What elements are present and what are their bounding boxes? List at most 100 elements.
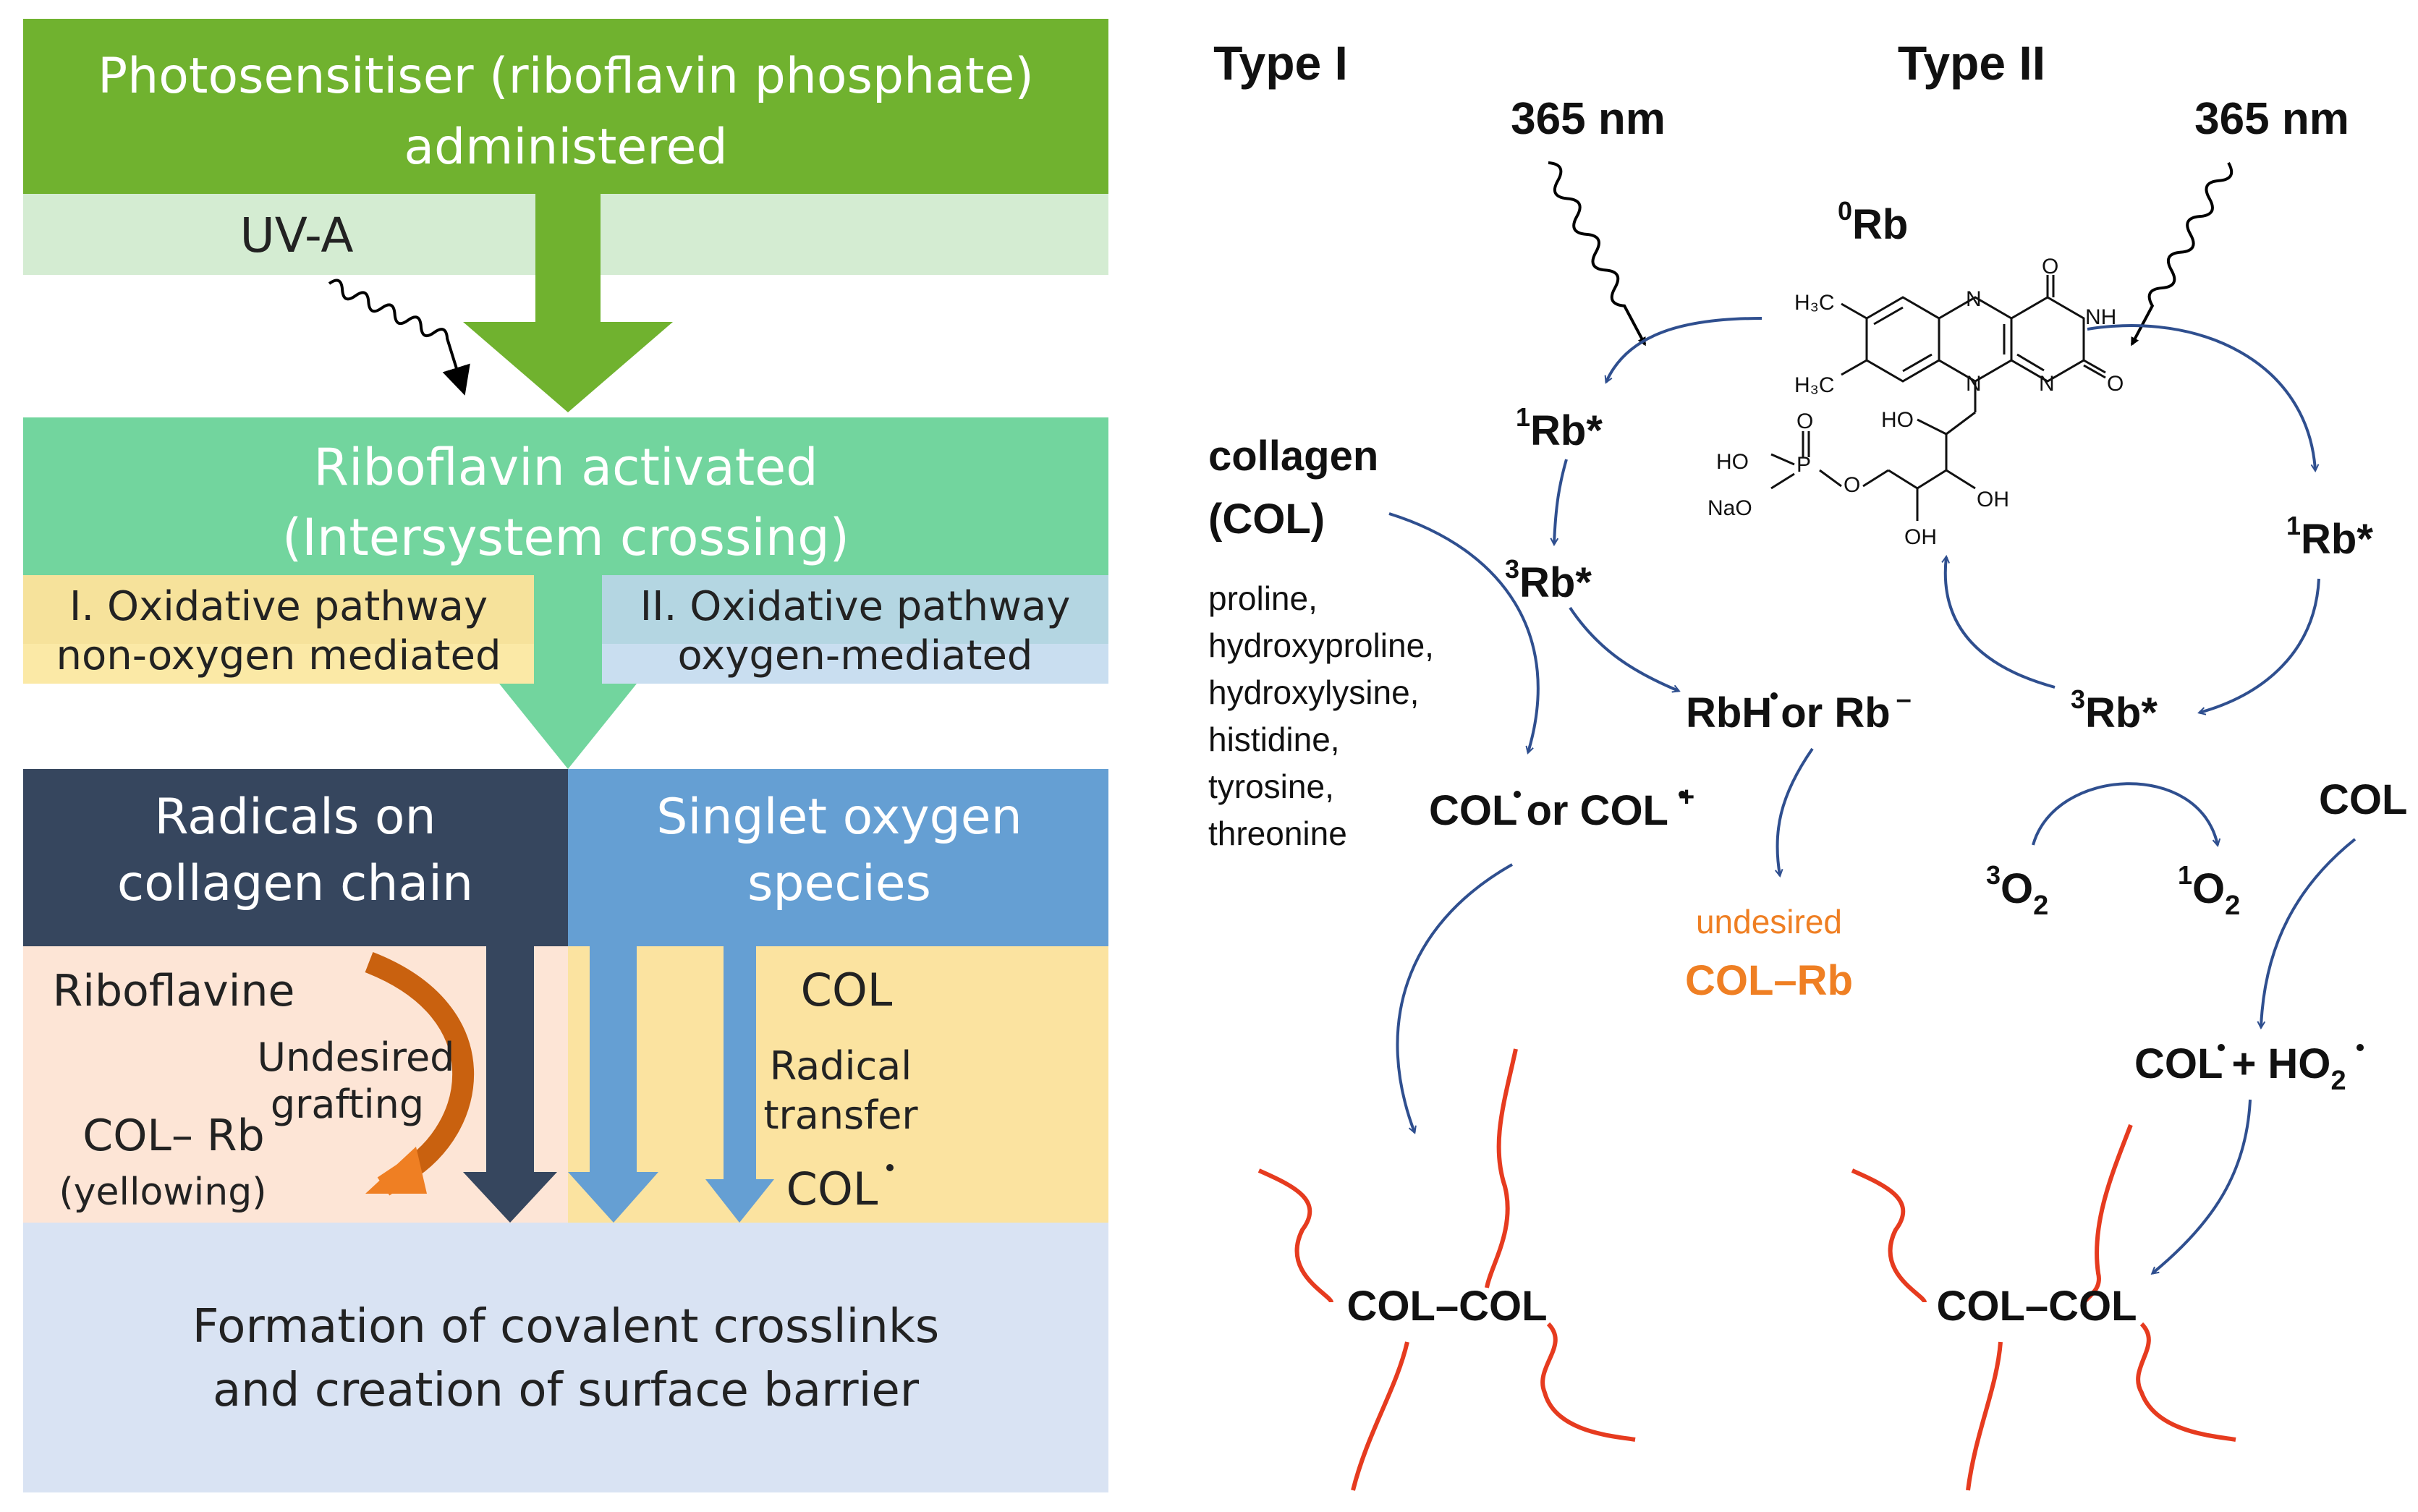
blue-down-arrow-1 bbox=[568, 946, 658, 1223]
molecule-labels: H₃C H₃C O NH O N N N HO OH OH HO O P NaO… bbox=[1708, 255, 2124, 549]
col-ho2-dot-2 bbox=[2357, 1044, 2364, 1051]
arrow-rb0-to-rb1-right bbox=[2087, 324, 2315, 470]
collagen-chains-left bbox=[1257, 1048, 1636, 1491]
residue-list: proline, hydroxyproline, hydroxylysine, … bbox=[1208, 579, 1434, 852]
blue-down-arrow-2 bbox=[705, 946, 774, 1223]
arrow-colho2-to-crosslink bbox=[2152, 1099, 2252, 1273]
rb0-label: 0Rb bbox=[1838, 196, 1908, 248]
singlet-oxygen-line2: species bbox=[747, 855, 931, 912]
svg-text:threonine: threonine bbox=[1208, 815, 1347, 852]
collagen-chains-right bbox=[1851, 1124, 2236, 1491]
pathway-one-line1: I. Oxidative pathway bbox=[69, 583, 488, 630]
svg-text:HO: HO bbox=[1716, 450, 1749, 474]
svg-text:O: O bbox=[2042, 255, 2058, 279]
radicals-line2: collagen chain bbox=[117, 855, 473, 912]
svg-text:N: N bbox=[1966, 372, 1982, 396]
pathway-one-line2: non-oxygen mediated bbox=[56, 632, 501, 679]
colrad-dot-1 bbox=[1514, 791, 1521, 798]
crosslink-box bbox=[23, 1223, 1108, 1492]
svg-text:N: N bbox=[2039, 372, 2055, 396]
arrow-collagen-to-colrad bbox=[1388, 512, 1540, 752]
radicals-line1: Radicals on bbox=[154, 789, 436, 846]
riboflavin-activated-line1: Riboflavin activated bbox=[313, 438, 818, 497]
col-right-label: COL bbox=[2319, 776, 2407, 823]
singlet-oxygen-label: 1O2 bbox=[2178, 860, 2240, 921]
svg-text:tyrosine,: tyrosine, bbox=[1208, 768, 1334, 805]
col-rb-label: COL– Rb bbox=[82, 1110, 264, 1161]
wavelength-right: 365 nm bbox=[2194, 94, 2349, 144]
radical-dot bbox=[886, 1164, 894, 1171]
svg-text:O: O bbox=[2107, 372, 2124, 396]
yellowing-label: (yellowing) bbox=[59, 1171, 267, 1214]
col-radical-label: COL bbox=[786, 1163, 878, 1215]
triplet-oxygen-label: 3O2 bbox=[1986, 860, 2048, 921]
rb1-right-label: 1Rb* bbox=[2286, 511, 2373, 563]
svg-text:hydroxyproline,: hydroxyproline, bbox=[1208, 627, 1434, 664]
uv-wave-right-icon bbox=[2130, 162, 2234, 347]
singlet-oxygen-line1: Singlet oxygen bbox=[656, 789, 1022, 846]
rb3-left-label: 3Rb* bbox=[1505, 554, 1592, 606]
svg-text:proline,: proline, bbox=[1208, 579, 1318, 617]
svg-text:NH: NH bbox=[2085, 305, 2116, 329]
col-ho2-label: COL+ HO2 bbox=[2134, 1040, 2346, 1096]
riboflavine-label: Riboflavine bbox=[53, 966, 295, 1016]
col-rb-product: COL–Rb bbox=[1685, 957, 1853, 1004]
green-down-arrow bbox=[463, 194, 673, 412]
svg-text:OH: OH bbox=[1977, 488, 2009, 511]
wavelength-left: 365 nm bbox=[1511, 94, 1666, 144]
uv-wave-icon bbox=[328, 279, 470, 396]
svg-text:HO: HO bbox=[1881, 408, 1914, 432]
col-col-right: COL–COL bbox=[1936, 1283, 2137, 1330]
svg-text:O: O bbox=[1796, 409, 1813, 433]
svg-text:P: P bbox=[1796, 453, 1811, 477]
uv-a-label: UV-A bbox=[239, 208, 353, 263]
undesired-label-right: undesired bbox=[1696, 903, 1842, 940]
lower-right-box bbox=[568, 946, 1108, 1223]
singlet-oxygen-box bbox=[568, 769, 1108, 946]
arrow-triplet-to-singlet-oxygen bbox=[2032, 782, 2218, 845]
pathway-two-line2: oxygen-mediated bbox=[678, 632, 1033, 679]
arrow-rb3-to-rbh bbox=[1569, 606, 1679, 691]
svg-text:O: O bbox=[1844, 473, 1860, 497]
pathway-two-line1: II. Oxidative pathway bbox=[640, 583, 1071, 630]
photosensitiser-line2: administered bbox=[404, 119, 727, 176]
photosensitiser-box bbox=[23, 19, 1108, 194]
navy-down-arrow bbox=[463, 946, 557, 1223]
transfer-label: transfer bbox=[763, 1092, 918, 1138]
orange-grafting-arrow bbox=[365, 952, 474, 1181]
svg-text:H₃C: H₃C bbox=[1794, 373, 1835, 397]
arrow-col-to-colho2 bbox=[2261, 838, 2357, 1027]
radicals-box bbox=[23, 769, 568, 946]
photosensitiser-line1: Photosensitiser (riboflavin phosphate) bbox=[98, 48, 1034, 105]
rb3-right-label: 3Rb* bbox=[2071, 684, 2158, 736]
svg-text:N: N bbox=[1966, 287, 1982, 311]
crosslink-line2: and creation of surface barrier bbox=[213, 1364, 920, 1417]
type-one-title: Type I bbox=[1213, 36, 1348, 90]
rbh-radical-dot bbox=[1770, 692, 1778, 700]
collagen-abbrev: (COL) bbox=[1208, 496, 1325, 543]
colrad-dot-2 bbox=[1679, 791, 1686, 798]
arrow-colrad-to-crosslink bbox=[1396, 863, 1513, 1132]
col-label: COL bbox=[801, 964, 893, 1016]
undesired-label: Undesired bbox=[258, 1035, 455, 1080]
type-two-title: Type II bbox=[1898, 36, 2045, 90]
crosslink-line1: Formation of covalent crosslinks bbox=[192, 1300, 939, 1354]
svg-text:hydroxylysine,: hydroxylysine, bbox=[1208, 674, 1419, 711]
arrow-rbh-to-colrb bbox=[1777, 747, 1814, 875]
col-col-left: COL–COL bbox=[1346, 1283, 1547, 1330]
arrow-rb1-to-rb3 bbox=[1554, 459, 1568, 544]
svg-text:histidine,: histidine, bbox=[1208, 721, 1340, 758]
arrow-rb1-to-rb3-right bbox=[2199, 578, 2320, 713]
radical-label: Radical bbox=[770, 1043, 912, 1089]
arrow-rb3-to-rb0 bbox=[1946, 557, 2056, 689]
svg-text:OH: OH bbox=[1904, 525, 1937, 549]
svg-text:NaO: NaO bbox=[1708, 496, 1752, 520]
riboflavin-molecule bbox=[1770, 275, 2106, 521]
uv-wave-left-icon bbox=[1548, 161, 1647, 347]
grafting-label: grafting bbox=[271, 1082, 424, 1127]
arrow-rb0-to-rb1 bbox=[1606, 317, 1762, 382]
col-ho2-dot-1 bbox=[2218, 1044, 2225, 1051]
riboflavin-activated-box bbox=[23, 417, 1108, 575]
